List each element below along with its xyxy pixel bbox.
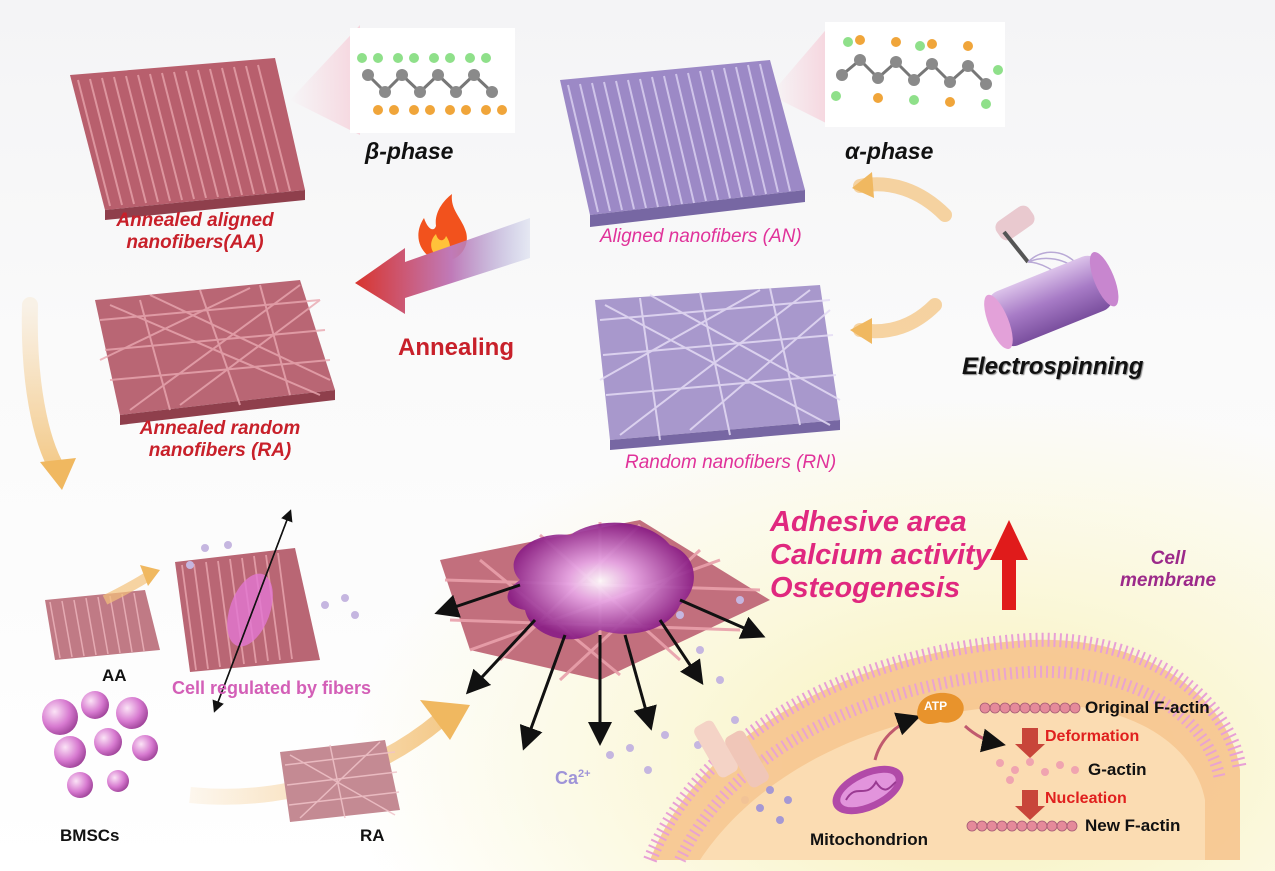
effect-adhesive-area: Adhesive area: [770, 506, 967, 538]
deformation-label: Deformation: [1045, 728, 1140, 745]
cell-membrane: [643, 632, 1247, 863]
effects-list: Adhesive area Calcium activity Osteogene…: [770, 506, 991, 604]
nucleation-label: Nucleation: [1045, 790, 1127, 807]
g-actin-monomers: [996, 758, 1079, 784]
to-random-arrowhead: [850, 318, 872, 344]
annealed-aligned-line2: nanofibers(AA): [126, 231, 264, 253]
left-flow-arrowhead: [40, 458, 76, 490]
aligned-cell-mat: [175, 509, 320, 713]
up-arrow-icon: [990, 520, 1028, 610]
ra-small-mat: [280, 740, 400, 822]
aa-small-mat: [45, 590, 160, 660]
deformation-arrow: [1015, 728, 1045, 758]
ions-left: [186, 541, 359, 619]
atp-to-gactin-arrow: [963, 724, 1006, 753]
ions-membrane: [756, 786, 792, 824]
electrospinning-roller-icon: [984, 205, 1119, 350]
annealed-random-line1: Annealed random: [139, 418, 301, 439]
cell-membrane-line1: Cell: [1150, 548, 1186, 569]
effect-calcium-activity: Calcium activity: [770, 538, 991, 571]
random-nanofibers-mat: [595, 285, 841, 450]
new-factin-chain: [966, 820, 1078, 832]
atp-icon: [917, 692, 964, 725]
annealed-aligned-label: Annealed aligned nanofibers(AA): [85, 210, 305, 254]
beta-highlight-beam: [290, 25, 360, 135]
mito-to-atp-arrow: [873, 712, 921, 761]
mitochondrion-label: Mitochondrion: [810, 830, 929, 849]
beta-phase-label: β-phase: [365, 138, 454, 164]
original-factin-label: Original F-actin: [1085, 698, 1210, 717]
aa-label: AA: [102, 666, 127, 685]
annealed-aligned-mat: [70, 58, 305, 220]
left-flow-arrow: [21, 297, 66, 478]
atp-label: ATP: [924, 699, 948, 713]
mitochondrion-icon: [832, 765, 904, 815]
central-cell-on-fibers: [434, 520, 770, 751]
to-aligned-arrowhead: [852, 172, 874, 198]
bmscs-cells: [42, 691, 158, 798]
calcium-charge: 2+: [578, 768, 591, 780]
beta-phase-molecule: [350, 28, 515, 133]
effect-osteogenesis: Osteogenesis: [770, 571, 961, 604]
annealed-random-line2: nanofibers (RA): [148, 439, 292, 461]
cell-regulated-label: Cell regulated by fibers: [172, 678, 372, 698]
alpha-phase-molecule: [825, 22, 1005, 127]
annealed-random-label: Annealed random nanofibers (RA): [110, 418, 330, 462]
annealing-arrow: [355, 218, 530, 314]
annealed-random-mat: [95, 280, 335, 425]
random-nanofibers-label: Random nanofibers (RN): [625, 452, 837, 473]
cell-membrane-label: Cell membrane: [1120, 548, 1216, 592]
aligned-nanofibers-mat: [560, 60, 805, 227]
alpha-phase-label: α-phase: [845, 138, 934, 164]
calcium-label: Ca2+: [555, 768, 591, 789]
calcium-symbol: Ca: [555, 768, 579, 788]
g-actin-label: G-actin: [1088, 760, 1147, 779]
original-factin-chain: [979, 702, 1081, 714]
ion-channel: [694, 720, 769, 788]
alpha-highlight-beam: [770, 25, 830, 125]
aligned-nanofibers-label: Aligned nanofibers (AN): [600, 226, 802, 247]
annealed-aligned-line1: Annealed aligned: [116, 210, 274, 231]
cell-membrane-line2: membrane: [1120, 569, 1217, 591]
annealing-label: Annealing: [398, 334, 515, 361]
bmscs-label: BMSCs: [60, 826, 120, 845]
electrospinning-label: Electrospinning: [962, 353, 1144, 380]
nucleation-arrow: [1015, 790, 1045, 820]
ra-label: RA: [360, 826, 385, 845]
new-factin-label: New F-actin: [1085, 816, 1181, 835]
